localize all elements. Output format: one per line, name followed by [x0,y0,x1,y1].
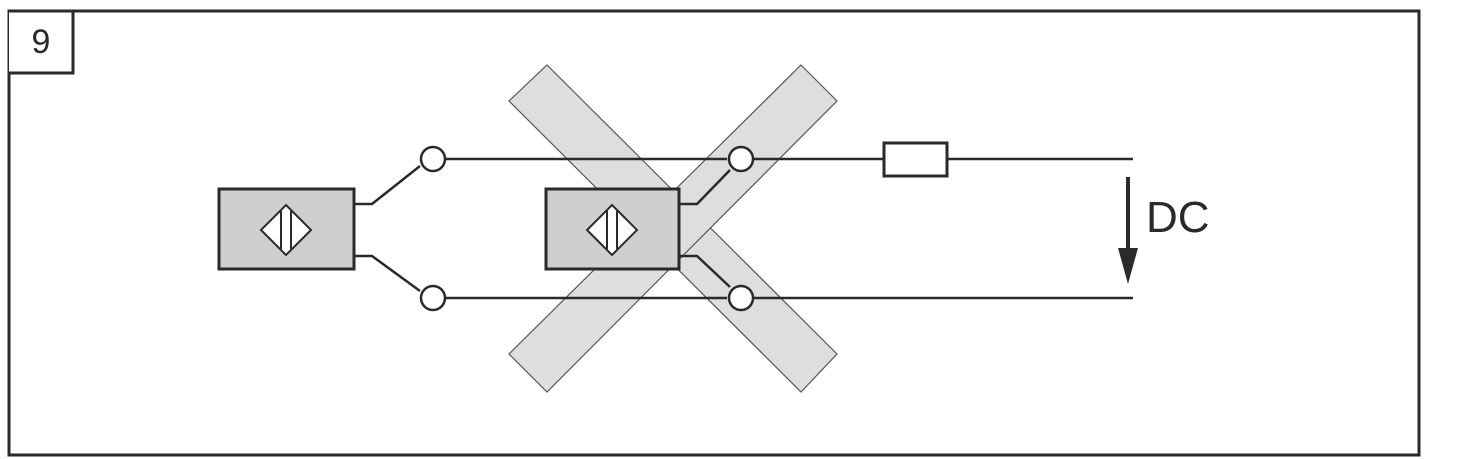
load-resistor [882,141,949,178]
inductive-sensor-icon [259,203,313,257]
terminal-2-bottom [727,284,755,312]
inductive-sensor-icon [585,203,639,257]
figure-number: 9 [32,23,51,61]
voltage-arrow-icon [1118,177,1138,284]
sensor-2 [544,169,731,288]
terminal-1-bottom [419,284,447,312]
terminal-2-top [727,145,755,173]
terminal-1-top [419,145,447,173]
voltage-label: DC [1146,193,1210,242]
sensor-1 [217,165,421,293]
figure-number-box: 9 [9,9,75,75]
